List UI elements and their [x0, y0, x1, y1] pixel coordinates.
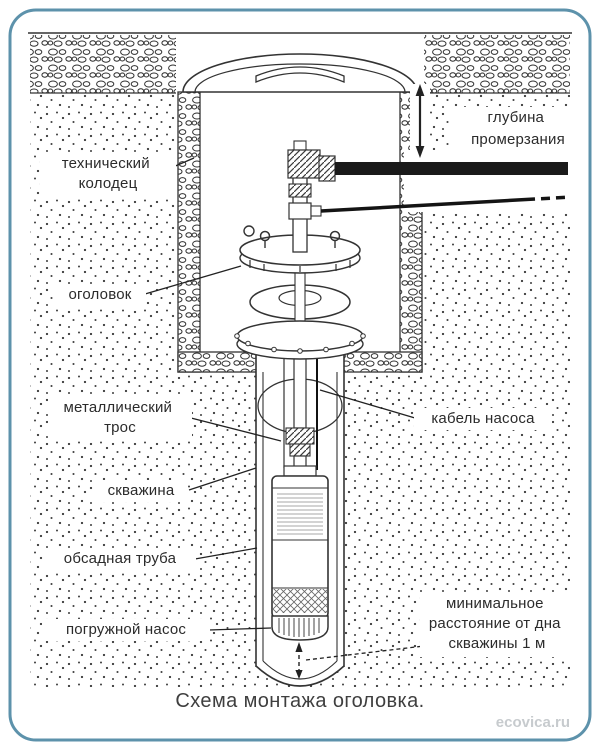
label-submersible-pump: погружной насос: [66, 621, 186, 638]
pump-nameplate-lines: [277, 493, 323, 535]
label-metal-rope: металлический трос: [63, 399, 176, 436]
drop-pipe-assembly: [283, 351, 318, 470]
label-freezing-depth: глубина промерзания: [471, 109, 565, 148]
lid-handle: [255, 66, 345, 83]
diagram-title: Схема монтажа оголовка.: [175, 690, 424, 712]
label-pump-cable: кабель насоса: [431, 410, 535, 427]
submersible-pump: [271, 465, 329, 641]
wellhead-assembly: [234, 140, 569, 360]
label-halos: [40, 107, 582, 657]
cover-bolts: [249, 260, 351, 272]
pipe-coupling: [318, 155, 336, 182]
leader-pump-cable: [319, 389, 416, 419]
freezing-depth-arrow: [410, 84, 430, 160]
min-distance-arrow: [295, 642, 425, 679]
label-technical-well: технический колодец: [62, 155, 154, 192]
pump-bottom-ribs: [278, 618, 320, 637]
labels: технический колодец оголовок металлическ…: [60, 107, 567, 654]
label-wellhead: оголовок: [68, 286, 131, 303]
pump-intake-screen: [273, 589, 327, 613]
carabiner: [243, 225, 255, 237]
leader-wellhead: [144, 265, 242, 295]
leader-borehole: [188, 467, 257, 491]
watermark: ecovica.ru: [496, 714, 570, 731]
leader-lines: [144, 157, 416, 631]
cable-gland: [288, 202, 312, 220]
leader-metal-rope: [190, 417, 282, 442]
label-casing-pipe: обсадная труба: [64, 550, 177, 567]
elbow-fitting: [287, 149, 321, 179]
supply-pipe: [335, 162, 568, 175]
flange-bolt-holes: [234, 333, 366, 354]
label-borehole: скважина: [108, 482, 175, 499]
leader-pump: [208, 627, 272, 631]
pit-dome-lid: [182, 53, 418, 93]
label-min-distance: минимальное расстояние от дна скважины 1…: [429, 595, 565, 652]
leader-casing-pipe: [194, 547, 258, 560]
pump-cable-out: [320, 197, 536, 213]
